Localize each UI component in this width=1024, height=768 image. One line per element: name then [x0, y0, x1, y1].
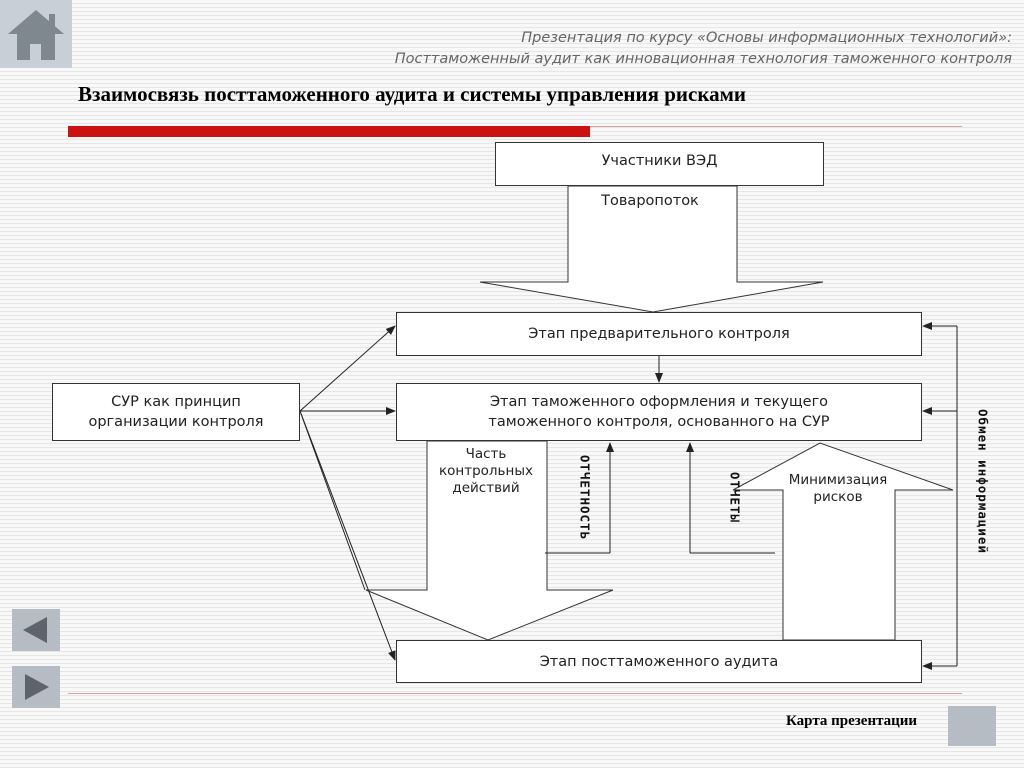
- page-title: Взаимосвязь посттаможенного аудита и сис…: [78, 82, 747, 106]
- preliminary-control-box: Этап предварительного контроля: [396, 312, 922, 356]
- title-rule-line: [590, 126, 962, 127]
- arrow-sur-to-preliminary: [299, 325, 396, 412]
- preliminary-control-label: Этап предварительного контроля: [528, 326, 790, 342]
- clearance-control-label: Этап таможенного оформления и текущего т…: [488, 394, 830, 430]
- goods-flow-arrow: [479, 185, 824, 313]
- title-underline-bar: [68, 126, 590, 137]
- risk-minimization-arrow: [732, 442, 954, 641]
- course-subtitle: Посттаможенный аудит как инновационная т…: [394, 51, 1012, 67]
- footer-rule-line: [68, 693, 962, 694]
- sur-principle-box: СУР как принцип организации контроля: [52, 383, 300, 441]
- control-actions-arrow: [365, 440, 614, 641]
- home-icon: [8, 10, 64, 60]
- part-of-control-label: Часть контрольных действий: [439, 446, 533, 496]
- info-exchange-vertical-label: Обмен информацией: [975, 409, 991, 554]
- reporting-vertical-label: ОТЧЕТНОСТЬ: [577, 454, 593, 541]
- participants-box: Участники ВЭД: [495, 142, 824, 186]
- risk-minimization-label: Минимизация рисков: [788, 472, 888, 505]
- post-clearance-audit-label: Этап посттаможенного аудита: [539, 653, 779, 670]
- presentation-map-link[interactable]: Карта презентации: [786, 713, 918, 729]
- course-title: Презентация по курсу «Основы информацион…: [521, 30, 1012, 46]
- post-clearance-audit-box: Этап посттаможенного аудита: [396, 640, 922, 683]
- reports-vertical-label: ОТЧЕТЫ: [727, 471, 743, 524]
- arrow-right-icon: [25, 674, 49, 700]
- clearance-control-box: Этап таможенного оформления и текущего т…: [396, 383, 922, 441]
- sur-principle-label: СУР как принцип организации контроля: [88, 394, 264, 430]
- presentation-map-button[interactable]: [948, 706, 996, 746]
- arrow-left-icon: [23, 617, 47, 643]
- goods-flow-label: Товаропоток: [601, 193, 699, 209]
- previous-slide-button[interactable]: [12, 609, 60, 651]
- next-slide-button[interactable]: [12, 666, 60, 708]
- participants-label: Участники ВЭД: [601, 153, 718, 169]
- home-button[interactable]: [0, 0, 72, 68]
- arrow-sur-to-audit-b: [299, 410, 366, 591]
- arrow-sur-to-audit-a: [299, 410, 396, 661]
